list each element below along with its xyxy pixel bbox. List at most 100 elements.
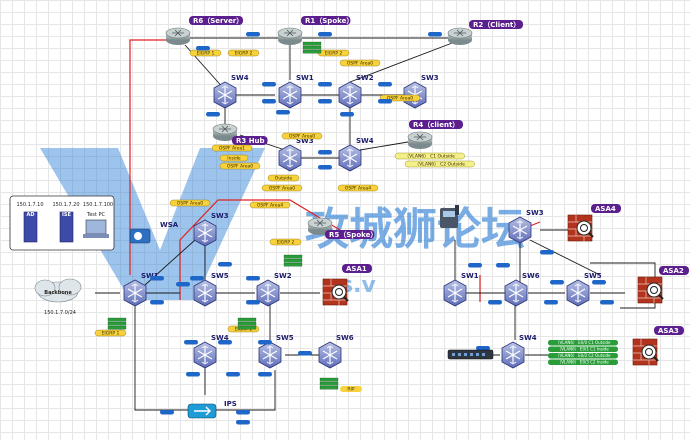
switch-icon <box>258 341 282 369</box>
device-label: SW3 <box>526 209 544 217</box>
device-label: SW3 <box>421 74 439 82</box>
svg-text:OSPF Area1: OSPF Area1 <box>219 146 245 152</box>
device-asa3[interactable]: ASA3 <box>632 326 684 366</box>
device-r-sw5[interactable]: SW5 <box>566 272 602 307</box>
device-asa4[interactable]: ASA4 <box>567 204 621 242</box>
device-r4[interactable]: R4（client） <box>407 120 463 150</box>
switch-icon <box>213 81 237 109</box>
device-r6[interactable]: R6（Server） <box>165 16 243 46</box>
vlan-list-tag: （VLAN6） E0/2 C2 Outside <box>548 353 618 359</box>
svg-text:（VLAN6） E0/2 C2 Outside: （VLAN6） E0/2 C2 Outside <box>556 353 611 358</box>
svg-text:OSPF Area0: OSPF Area0 <box>227 164 253 170</box>
interface-tag <box>184 340 198 345</box>
interface-tag <box>236 420 250 425</box>
area-tag-ospf-area0: OSPF Area0 <box>169 199 211 207</box>
device-wsa[interactable]: WSA <box>129 221 179 244</box>
device-top-sw2[interactable]: SW2 <box>338 74 374 109</box>
device-label: SW2 <box>356 74 374 82</box>
device-r-sw1[interactable]: SW1 <box>443 272 479 307</box>
device-label: R2（Client） <box>473 21 520 29</box>
interface-tag <box>318 150 332 155</box>
device-b-sw5[interactable]: SW5 <box>258 334 294 369</box>
device-label-pill <box>659 266 689 275</box>
device-r5[interactable]: R5（Spoke） <box>307 217 377 239</box>
device-r-sw3[interactable]: SW3 <box>508 209 544 244</box>
interface-tag <box>298 351 312 356</box>
device-bl-sw2[interactable]: SW2 <box>256 272 292 307</box>
watermark-text: 攻城狮论坛 <box>305 204 525 255</box>
device-top-sw3[interactable]: SW3 <box>403 74 439 109</box>
interface-tag <box>206 112 220 117</box>
switch-icon <box>123 279 147 307</box>
interface-tag <box>246 276 260 281</box>
vlan-tag: （VLAN6） C1 Outside <box>394 152 465 160</box>
interface-tag <box>476 346 490 351</box>
device-ips[interactable]: IPS <box>187 400 237 419</box>
svg-text:EIGRP 2: EIGRP 2 <box>325 51 343 57</box>
switch-icon <box>504 279 528 307</box>
area-tag-eigrp1: EIGRP 1 <box>189 49 222 57</box>
device-label: SW5 <box>276 334 294 342</box>
interface-tag <box>276 110 290 115</box>
device-mid-sw4[interactable]: SW4 <box>338 137 374 172</box>
device-label: SW5 <box>211 272 229 280</box>
pc-keyboard-icon <box>83 234 109 238</box>
svg-text:EIGRP 2: EIGRP 2 <box>235 327 253 333</box>
ips-arrow-icon <box>194 406 211 416</box>
area-tag-eigrp2: EIGRP 2 <box>269 238 302 246</box>
svg-text:（VLAN6） E0/1 C1 Inside: （VLAN6） E0/1 C1 Inside <box>557 347 609 352</box>
device-r-sw6[interactable]: SW6 <box>504 272 540 307</box>
device-label: R4（client） <box>413 121 459 129</box>
device-label: IPS <box>224 400 237 408</box>
area-tag-ospf-area0: OSPF Area0 <box>281 132 323 140</box>
area-tag-ospf-area0: OSPF Area0 <box>261 184 303 192</box>
area-tag-eigrp1: EIGRP 1 <box>94 329 127 337</box>
switch-icon <box>566 279 590 307</box>
svg-text:OSPF Area0: OSPF Area0 <box>269 186 295 192</box>
interface-tag <box>318 32 332 37</box>
svg-text:OSPF Area0: OSPF Area0 <box>387 96 413 102</box>
port-stack <box>283 254 303 267</box>
device-label: SW3 <box>211 212 229 220</box>
device-asa2[interactable]: ASA2 <box>637 266 689 304</box>
device-b-sw4[interactable]: SW4 <box>193 334 229 369</box>
device-label: SW6 <box>522 272 540 280</box>
device-top-sw1[interactable]: SW1 <box>278 74 314 109</box>
svg-text:OSPF Area4: OSPF Area4 <box>345 186 371 192</box>
svg-text:RIP: RIP <box>347 387 354 393</box>
interface-tag <box>378 82 392 87</box>
server-ip: 150.1.7.10 <box>16 202 43 208</box>
server-ip: 150.1.7.100 <box>83 202 113 208</box>
svg-text:EIGRP 2: EIGRP 2 <box>235 51 253 57</box>
device-label-pill <box>301 16 351 25</box>
area-tag-rip: RIP <box>340 386 362 393</box>
device-label-pill <box>469 20 523 29</box>
device-label-pill <box>189 16 243 25</box>
device-bl-sw3[interactable]: SW3 <box>193 212 229 247</box>
red-link <box>179 199 341 300</box>
device-r1[interactable]: R1（Spoke） <box>277 16 353 46</box>
device-r2[interactable]: R2（Client） <box>447 20 523 46</box>
device-mid-sw3[interactable]: SW3 <box>278 137 314 172</box>
interface-tag <box>378 99 392 104</box>
switch-icon <box>193 219 217 247</box>
firewall-icon <box>567 214 594 242</box>
vlan-list-tag: （VLAN6） E0/1 C1 Inside <box>548 346 618 352</box>
interface-tag <box>258 372 272 377</box>
device-bl-sw1[interactable]: SW1 <box>123 272 159 307</box>
device-b-sw6[interactable]: SW6 <box>318 334 354 369</box>
device-asa1[interactable]: ASA1 <box>322 264 372 306</box>
port-stack <box>237 317 257 330</box>
server-label: Test PC <box>86 212 105 218</box>
device-label-pill <box>232 136 268 145</box>
firewall-icon <box>632 338 659 366</box>
device-r3[interactable]: R3 Hub <box>212 123 268 145</box>
device-r-sw4[interactable]: SW4 <box>501 334 537 369</box>
device-top-sw4[interactable]: SW4 <box>213 74 249 109</box>
device-label-pill <box>409 120 463 129</box>
device-bl-sw5[interactable]: SW5 <box>193 272 229 307</box>
device-label: WSA <box>160 221 179 229</box>
